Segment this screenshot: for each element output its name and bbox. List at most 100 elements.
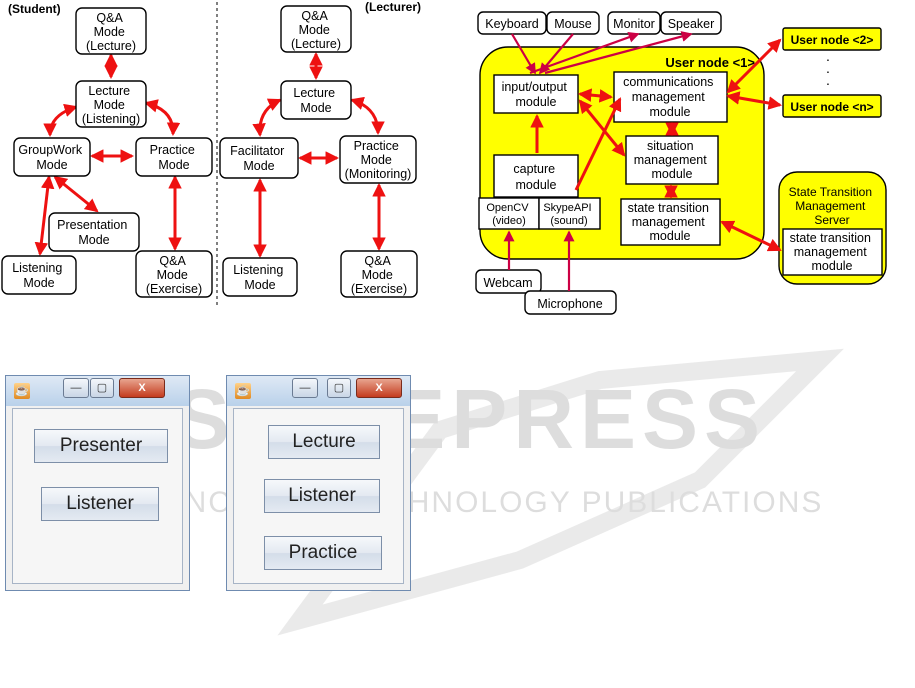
- svg-text:Q&A Mode (Exer: Q&A Mode (Exercise): [351, 254, 407, 296]
- edge-comm-to-noden: [726, 91, 782, 110]
- edge-state-to-server: [720, 220, 782, 252]
- svg-text:GroupWork Mode: GroupWork Mode: [18, 143, 85, 172]
- node-qa-lecture: Q&A Mode (Lecture): [75, 7, 147, 55]
- edge-keyboard-to-io: [511, 33, 536, 75]
- maximize-icon[interactable]: ▢: [90, 378, 114, 398]
- svg-text:·: ·: [826, 75, 831, 91]
- device-edges: [511, 31, 693, 75]
- svg-text:User node <n>: User node <n>: [790, 100, 873, 114]
- node-groupwork: GroupWork Mode: [13, 137, 91, 177]
- svg-text:input/output module: input/output module: [502, 80, 571, 109]
- svg-text:Lecture Mode: Lecture Mode: [293, 86, 338, 115]
- user-node-1-title: User node <1>: [665, 55, 755, 70]
- lecturer-caption: (Lecturer): [365, 0, 421, 14]
- svg-text:Speaker: Speaker: [668, 17, 715, 31]
- svg-text:capture module: capture module: [513, 162, 558, 192]
- student-caption: (Student): [8, 2, 61, 16]
- student-edges: [34, 52, 182, 257]
- node-practice: Practice Mode: [135, 137, 213, 177]
- node-presentation: Presentation Mode: [48, 212, 140, 252]
- device-microphone: Microphone: [524, 290, 617, 315]
- lecture-button[interactable]: Lecture: [268, 425, 380, 459]
- svg-text:Listening Mode: Listening Mode: [233, 263, 287, 292]
- device-monitor: Monitor: [607, 11, 661, 35]
- svg-text:Keyboard: Keyboard: [485, 17, 539, 31]
- device-keyboard: Keyboard: [477, 11, 547, 35]
- user-node-n: User node <n>: [782, 94, 882, 118]
- node-practice-monitoring: Practice Mode (Monitoring): [339, 135, 417, 184]
- svg-text:·: ·: [826, 51, 831, 67]
- edge-io-to-comm: [577, 88, 614, 103]
- node-listening-lecturer: Listening Mode: [222, 257, 298, 297]
- node-lecture-lecturer: Lecture Mode: [280, 80, 352, 120]
- server-module-label: state transition management module: [790, 231, 875, 273]
- watermark-swoosh: [277, 348, 844, 636]
- device-speaker: Speaker: [660, 11, 722, 35]
- minimize-icon[interactable]: —: [292, 378, 318, 398]
- edge-comm-to-node2: [726, 38, 782, 94]
- node-lecture-listening: Lecture Mode (Listening): [75, 80, 147, 128]
- ellipsis-dots: · · ·: [826, 51, 831, 91]
- module-skype: SkypeAPI (sound): [538, 197, 601, 230]
- user-node-2: User node <2>: [782, 27, 882, 51]
- svg-text:state transition manag: state transition management module: [628, 201, 713, 243]
- node-facilitator: Facilitator Mode: [219, 137, 299, 179]
- listener-button[interactable]: Listener: [264, 479, 380, 513]
- svg-text:Webcam: Webcam: [483, 276, 532, 290]
- lecturer-window-titlebar[interactable]: ☕ — ▢ X: [227, 376, 410, 406]
- device-webcam: Webcam: [475, 269, 542, 294]
- server-module-box: [782, 228, 883, 276]
- module-edges: [530, 88, 679, 200]
- svg-text:Practice Mode: Practice Mode: [150, 143, 199, 172]
- svg-text:OpenCV (video): OpenCV (video): [486, 202, 531, 227]
- maximize-icon[interactable]: ▢: [327, 378, 351, 398]
- architecture-diagram: User node <1> Keyboard Mouse Monitor Spe…: [475, 11, 887, 315]
- node-qa-exercise: Q&A Mode (Exercise): [135, 250, 213, 298]
- practice-button[interactable]: Practice: [264, 536, 382, 570]
- svg-text:Lecture Mode (: Lecture Mode (Listening): [82, 84, 140, 126]
- svg-text:Facilitator Mode: Facilitator Mode: [230, 144, 288, 173]
- node-qa-exercise-lecturer: Q&A Mode (Exercise): [340, 250, 418, 298]
- edge-lecture-to-practice: [144, 99, 181, 137]
- svg-text:·: ·: [826, 63, 831, 79]
- student-window-client: Presenter Listener: [12, 408, 183, 584]
- lecturer-diagram: (Lecturer) Q&A Mode (Lecture) Lecture Mo…: [219, 0, 421, 298]
- module-io: input/output module: [493, 74, 579, 114]
- edge-io-to-monitor: [529, 32, 640, 75]
- svg-text:Q&A Mode (Lect: Q&A Mode (Lecture): [291, 9, 341, 51]
- edge-io-to-situation: [578, 99, 626, 157]
- close-icon[interactable]: X: [356, 378, 402, 398]
- module-opencv: OpenCV (video): [478, 197, 540, 230]
- student-window-titlebar[interactable]: ☕ — ▢ X: [6, 376, 189, 406]
- svg-text:Practice Mode: Practice Mode (Monitoring): [345, 139, 412, 181]
- edge-capture-to-comm: [574, 97, 622, 191]
- lecturer-window-client: Lecture Listener Practice: [233, 408, 404, 584]
- svg-text:Microphone: Microphone: [537, 297, 602, 311]
- presenter-button[interactable]: Presenter: [34, 429, 168, 463]
- svg-text:Q&A Mode (Exer: Q&A Mode (Exercise): [146, 254, 202, 296]
- minimize-icon[interactable]: —: [63, 378, 89, 398]
- node-qa-lecture-lecturer: Q&A Mode (Lecture): [280, 5, 352, 53]
- listener-button[interactable]: Listener: [41, 487, 159, 521]
- close-icon[interactable]: X: [119, 378, 165, 398]
- svg-text:User node <2>: User node <2>: [791, 33, 874, 47]
- lecturer-edges: [252, 51, 386, 259]
- svg-text:SkypeAPI (sound): SkypeAPI (sound): [543, 202, 594, 227]
- svg-text:Presentation Mode: Presentation Mode: [57, 218, 131, 247]
- module-capture: capture module: [493, 154, 579, 198]
- svg-text:situation management: situation management module: [634, 139, 710, 181]
- watermark: SCITEPRESS SCIENCE AND TECHNOLOGY PUBLIC…: [107, 348, 844, 636]
- module-comm: communications management module: [613, 71, 728, 123]
- svg-text:Listening Mode: Listening Mode: [12, 261, 66, 290]
- edge-lecture-to-practice: [350, 96, 385, 136]
- watermark-subtitle: SCIENCE AND TECHNOLOGY PUBLICATIONS: [107, 486, 824, 519]
- svg-text:Mouse: Mouse: [554, 17, 592, 31]
- student-diagram: (Student) Q&A Mode (Lecture) Lecture Mod…: [1, 2, 213, 298]
- edge-lecture-to-facilitator: [252, 98, 282, 138]
- device-mouse: Mouse: [546, 11, 600, 35]
- student-mode-window: ☕ — ▢ X Presenter Listener: [5, 375, 190, 591]
- edge-groupwork-to-presentation: [53, 175, 99, 213]
- edge-groupwork-to-listening: [34, 174, 55, 257]
- module-state-transition: state transition management module: [620, 198, 721, 246]
